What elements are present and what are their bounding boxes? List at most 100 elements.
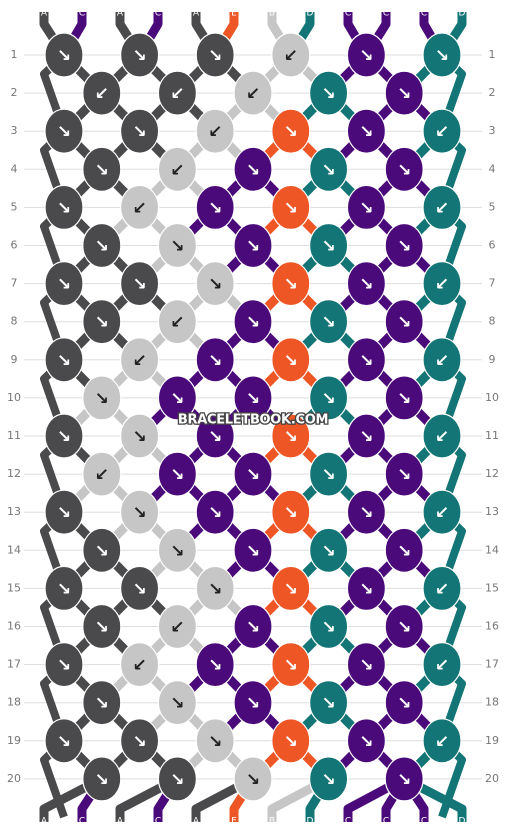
- knot: ↘: [44, 489, 84, 535]
- string-label-bottom: D: [459, 817, 466, 827]
- knot-direction-arrow: ↘: [246, 160, 260, 180]
- string-label-top: C: [79, 9, 85, 19]
- knot-body: [120, 565, 160, 612]
- knot: ↘: [44, 565, 84, 612]
- knot-direction-arrow: ↘: [397, 313, 411, 333]
- knot-body: [384, 70, 424, 116]
- knot-body: [120, 261, 160, 307]
- knot-direction-arrow: ↘: [57, 275, 71, 295]
- knot: ↙: [422, 337, 462, 383]
- knot-direction-arrow: ↙: [246, 84, 260, 104]
- knot-direction-arrow: ↘: [57, 198, 71, 218]
- knot: ↘: [195, 32, 235, 78]
- knot-body: [233, 375, 273, 421]
- knot: ↘: [195, 718, 235, 764]
- row-number-right: 16: [485, 620, 499, 633]
- knot-body: [157, 70, 197, 116]
- row-number-right: 1: [489, 48, 496, 61]
- knot: ↘: [120, 413, 160, 459]
- tail-bottom: [267, 774, 331, 822]
- row-number-right: 10: [485, 391, 499, 404]
- knot-body: [233, 222, 273, 269]
- row-number-left: 16: [7, 620, 21, 633]
- knot-body: [346, 565, 386, 612]
- knot: ↘: [82, 375, 122, 421]
- knot: ↘: [157, 222, 197, 269]
- knot-direction-arrow: ↘: [57, 656, 71, 676]
- knot-direction-arrow: ↘: [95, 770, 109, 790]
- knot-direction-arrow: ↘: [321, 694, 335, 714]
- row-number-left: 1: [11, 48, 18, 61]
- knot: ↙: [422, 489, 462, 535]
- knot: ↙: [233, 70, 273, 116]
- knot-body: [233, 603, 273, 650]
- knot-direction-arrow: ↘: [246, 770, 260, 790]
- knot: ↘: [44, 108, 84, 154]
- knot-direction-arrow: ↘: [132, 427, 146, 447]
- knot-body: [44, 413, 84, 459]
- knot: ↘: [384, 451, 424, 497]
- knot-direction-arrow: ↘: [208, 198, 222, 218]
- knot-direction-arrow: ↘: [170, 465, 184, 485]
- row-number-right: 19: [485, 734, 499, 747]
- string-label-bottom: A: [193, 817, 200, 827]
- knot-body: [44, 489, 84, 535]
- knot-direction-arrow: ↘: [57, 351, 71, 371]
- knot-direction-arrow: ↘: [397, 618, 411, 638]
- string-label-bottom: A: [41, 817, 48, 827]
- row-number-right: 7: [489, 277, 496, 290]
- knot-direction-arrow: ↘: [284, 198, 298, 218]
- row-number-left: 13: [7, 505, 21, 518]
- knot-body: [384, 451, 424, 497]
- knot-direction-arrow: ↘: [359, 122, 373, 142]
- knot-body: [157, 451, 197, 497]
- row-number-right: 4: [489, 162, 496, 175]
- knot-direction-arrow: ↘: [208, 427, 222, 447]
- row-number-left: 10: [7, 391, 21, 404]
- knot-body: [309, 527, 349, 573]
- knot-direction-arrow: ↘: [359, 198, 373, 218]
- knot: ↘: [309, 375, 349, 421]
- knot-body: [195, 413, 235, 459]
- knot-direction-arrow: ↘: [435, 46, 449, 66]
- knot: ↙: [271, 32, 311, 78]
- knot: ↘: [233, 527, 273, 573]
- knot: ↘: [309, 70, 349, 116]
- knot: ↘: [271, 413, 311, 459]
- knot: ↘: [120, 489, 160, 535]
- knot: ↘: [384, 375, 424, 421]
- knot: ↘: [384, 680, 424, 726]
- knot: ↘: [233, 603, 273, 650]
- knot: ↘: [384, 603, 424, 650]
- knot: ↘: [346, 413, 386, 459]
- knot-body: [120, 184, 160, 230]
- knot-direction-arrow: ↘: [321, 237, 335, 257]
- knot-direction-arrow: ↘: [246, 313, 260, 333]
- knot: ↙: [157, 70, 197, 116]
- knot: ↘: [120, 261, 160, 307]
- knot-direction-arrow: ↙: [170, 618, 184, 638]
- knot: ↙: [422, 718, 462, 764]
- row-number-right: 12: [485, 467, 499, 480]
- knot: ↘: [384, 299, 424, 345]
- knot-grid: ↘↘↘↙↘↘↙↙↙↘↘↘↘↙↘↘↙↘↙↘↘↘↘↙↘↘↘↙↘↘↘↘↘↘↘↘↘↘↙↘…: [44, 32, 462, 802]
- knot-body: [157, 756, 197, 802]
- knot-body: [44, 261, 84, 307]
- knot: ↘: [309, 299, 349, 345]
- knot-direction-arrow: ↘: [284, 579, 298, 599]
- knot-direction-arrow: ↘: [208, 275, 222, 295]
- knot-direction-arrow: ↘: [246, 541, 260, 561]
- row-number-left: 12: [7, 467, 21, 480]
- knot-direction-arrow: ↘: [95, 618, 109, 638]
- knot: ↘: [309, 603, 349, 650]
- tail-bottom: [39, 774, 104, 822]
- knot: ↘: [157, 451, 197, 497]
- knot-direction-arrow: ↘: [57, 46, 71, 66]
- knot: ↘: [233, 451, 273, 497]
- knot: ↘: [195, 413, 235, 459]
- knot-direction-arrow: ↙: [435, 579, 449, 599]
- knot-body: [384, 299, 424, 345]
- knot-direction-arrow: ↘: [132, 46, 146, 66]
- row-number-right: 11: [485, 429, 499, 442]
- knot: ↘: [157, 756, 197, 802]
